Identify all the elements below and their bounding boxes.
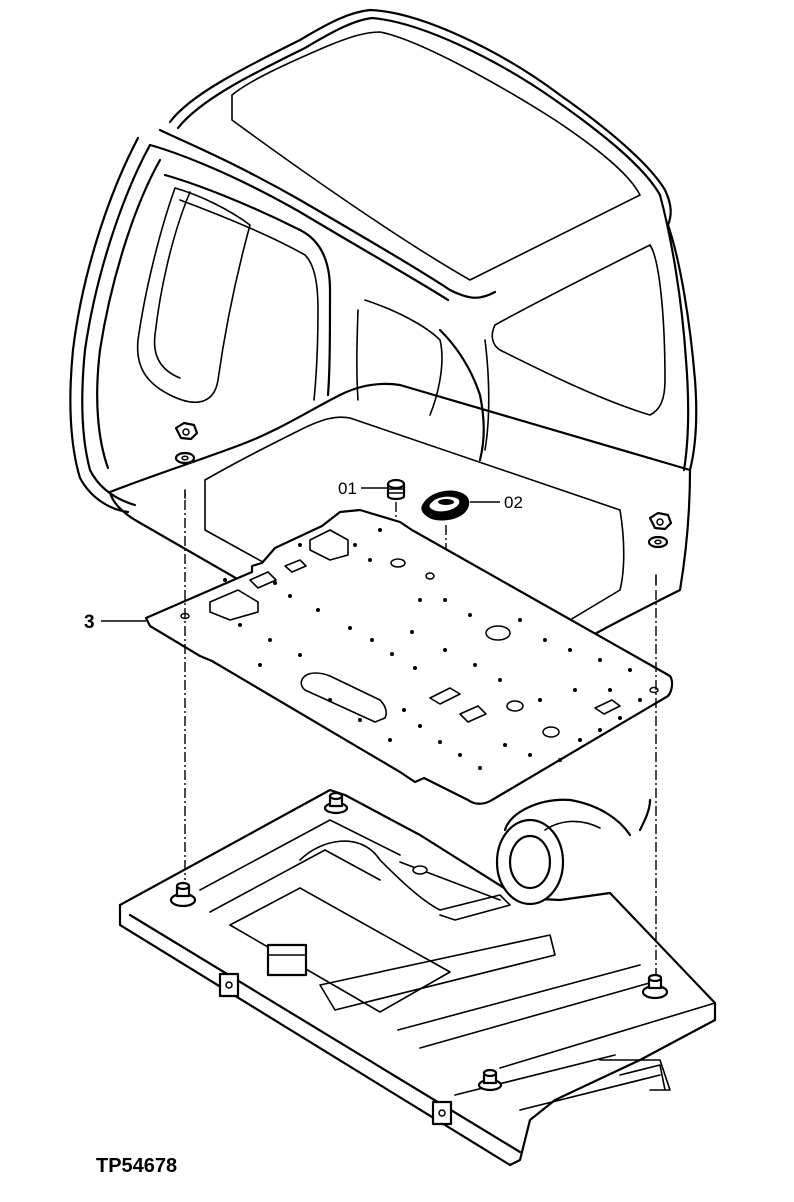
nut-icon <box>174 421 199 441</box>
base-frame <box>118 788 717 1167</box>
washer-icon <box>174 451 196 465</box>
rubber-mount <box>323 791 349 815</box>
rubber-mount <box>169 881 197 908</box>
callout-02: 02 <box>470 493 523 512</box>
rubber-mount <box>641 973 669 1000</box>
callout-3-label: 3 <box>84 612 95 633</box>
callout-3: 3 <box>84 612 146 633</box>
frame-bracket <box>266 943 308 977</box>
assembly-centerlines <box>184 500 657 975</box>
nut-icon <box>648 511 673 531</box>
frame-clip <box>431 1100 453 1126</box>
rubber-mount <box>477 1068 503 1092</box>
washer-icon <box>647 535 669 549</box>
figure-id: TP54678 <box>96 1155 177 1177</box>
swing-boss <box>495 798 652 906</box>
part-02-grommet <box>421 490 470 700</box>
part-01-plug <box>386 478 406 560</box>
frame-clip <box>218 972 240 998</box>
plate-small-holes <box>223 528 642 770</box>
callout-02-label: 02 <box>504 493 523 512</box>
callout-01: 01 <box>338 479 388 498</box>
cab-body <box>69 8 698 701</box>
callout-01-label: 01 <box>338 479 357 498</box>
part-3-floor-plate <box>144 508 674 805</box>
cab-mount-hardware <box>174 421 673 586</box>
